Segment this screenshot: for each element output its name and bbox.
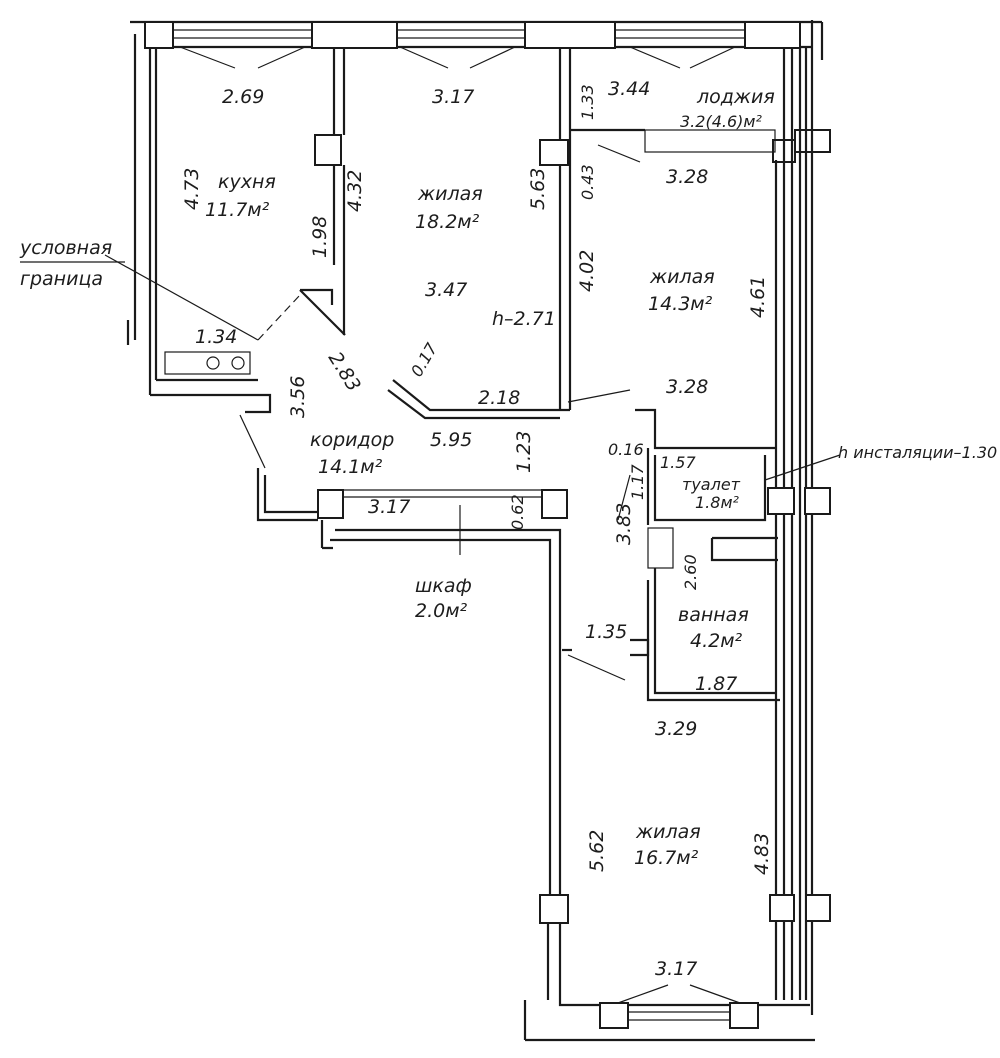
dim-loggia-top: 3.44 (608, 78, 650, 100)
dim-kitchen-top: 2.69 (222, 86, 264, 108)
dim-bath-depth: 2.60 (681, 554, 700, 590)
dim-living3-top: 3.29 (655, 718, 697, 740)
dim-bath-width: 1.87 (695, 673, 737, 695)
dim-living2-right: 4.61 (747, 276, 769, 318)
corridor-name: коридор (310, 429, 394, 451)
dim-living2-left: 4.02 (576, 250, 598, 292)
dim-closet-width: 3.17 (368, 496, 410, 518)
dim-corridor-mid: 1.23 (513, 431, 535, 473)
installation-height-label: h инсталяции–1.30 (838, 443, 997, 462)
dim-closet-depth: 0.62 (508, 494, 527, 530)
living1-name: жилая (417, 183, 483, 205)
dim-living3-bottom: 3.17 (655, 958, 697, 980)
dim-kitchen-door: 1.98 (309, 216, 331, 258)
dim-loggia-left: 1.33 (578, 84, 597, 120)
dim-kitchen-bottom: 1.34 (195, 326, 237, 348)
living3-area: 16.7м² (634, 847, 699, 869)
annotations: условная граница h–2.71 h инсталяции–1.3… (19, 237, 997, 462)
corridor-area: 14.1м² (318, 456, 383, 478)
living2-area: 14.3м² (648, 293, 713, 315)
dim-loggia-small: 0.43 (578, 164, 597, 200)
kitchen-area: 11.7м² (205, 199, 270, 221)
living1-area: 18.2м² (415, 211, 480, 233)
dim-living3-left: 5.62 (586, 830, 608, 872)
dim-kitchen-left: 4.73 (181, 168, 203, 210)
dim-living2-bottom: 3.28 (666, 376, 708, 398)
toilet-name: туалет (682, 475, 741, 494)
toilet-area: 1.8м² (695, 493, 740, 512)
dim-kitchen-right: 4.32 (344, 170, 366, 212)
closet-area: 2.0м² (415, 600, 468, 622)
loggia-name: лоджия (696, 86, 775, 108)
loggia-area: 3.2(4.6)м² (680, 112, 762, 131)
bath-name: ванная (678, 604, 749, 626)
boundary-label-line1: условная (19, 237, 112, 259)
dim-living2-top: 3.28 (666, 166, 708, 188)
dim-toilet-depth: 1.17 (628, 464, 647, 500)
dim-living1-bottom: 2.18 (478, 387, 520, 409)
dim-living1-right: 5.63 (527, 168, 549, 210)
dim-corridor-left: 3.56 (287, 376, 309, 418)
living2-name: жилая (649, 266, 715, 288)
dim-hall-side: 3.83 (613, 503, 635, 545)
boundary-label-line2: граница (20, 268, 103, 290)
bath-area: 4.2м² (690, 630, 743, 652)
dim-toilet-offset: 0.16 (608, 440, 644, 459)
dim-living1-mid: 3.47 (425, 279, 467, 301)
dim-living3-right: 4.83 (751, 833, 773, 875)
living3-name: жилая (635, 821, 701, 843)
dim-corridor-width: 5.95 (430, 429, 472, 451)
dim-living1-top: 3.17 (432, 86, 474, 108)
ceiling-height-label: h–2.71 (492, 308, 556, 330)
room-labels: кухня 11.7м² жилая 18.2м² лоджия 3.2(4.6… (205, 86, 775, 869)
dim-toilet-width: 1.57 (660, 453, 696, 472)
kitchen-name: кухня (218, 171, 276, 193)
walls (20, 20, 841, 1042)
closet-name: шкаф (415, 575, 472, 597)
dim-bath-offset: 1.35 (585, 621, 627, 643)
